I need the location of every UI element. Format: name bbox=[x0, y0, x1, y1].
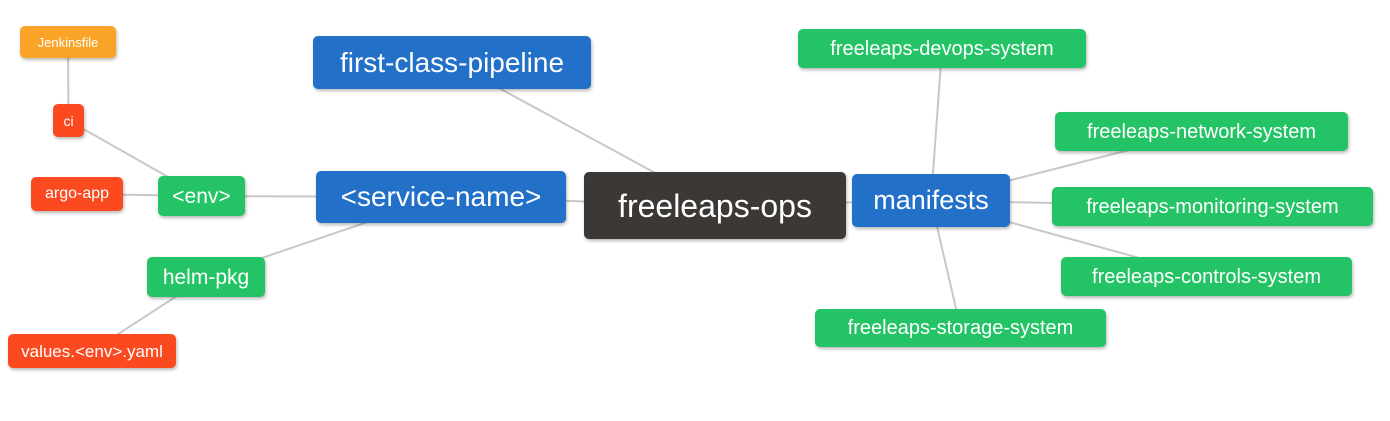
node-argo-app[interactable]: argo-app bbox=[31, 177, 123, 211]
node-freeleaps-network-system[interactable]: freeleaps-network-system bbox=[1055, 112, 1348, 151]
node-freeleaps-devops-system[interactable]: freeleaps-devops-system bbox=[798, 29, 1086, 68]
node-freeleaps-storage-system[interactable]: freeleaps-storage-system bbox=[815, 309, 1106, 347]
node-freeleaps-monitoring-system[interactable]: freeleaps-monitoring-system bbox=[1052, 187, 1373, 226]
node-service-name[interactable]: <service-name> bbox=[316, 171, 566, 223]
node-values-env-yaml[interactable]: values.<env>.yaml bbox=[8, 334, 176, 368]
node-jenkinsfile[interactable]: Jenkinsfile bbox=[20, 26, 116, 58]
node-ci[interactable]: ci bbox=[53, 104, 84, 137]
node-helm-pkg[interactable]: helm-pkg bbox=[147, 257, 265, 297]
node-freeleaps-ops[interactable]: freeleaps-ops bbox=[584, 172, 846, 239]
node-env[interactable]: <env> bbox=[158, 176, 245, 216]
node-manifests[interactable]: manifests bbox=[852, 174, 1010, 227]
node-freeleaps-controls-system[interactable]: freeleaps-controls-system bbox=[1061, 257, 1352, 296]
node-first-class-pipeline[interactable]: first-class-pipeline bbox=[313, 36, 591, 89]
